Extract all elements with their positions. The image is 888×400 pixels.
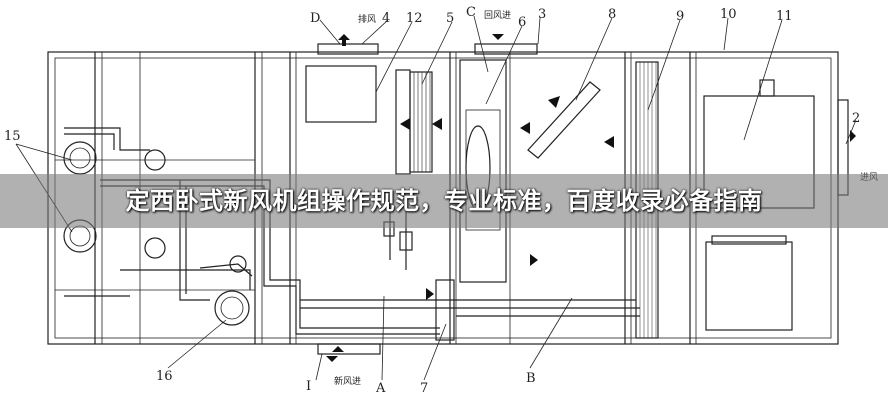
label-10: 10 — [720, 7, 737, 22]
exhaust-arrow — [338, 34, 350, 40]
label-7: 7 — [420, 381, 428, 396]
electrical-box-12 — [305, 65, 377, 123]
flow-arrow — [400, 118, 410, 130]
label-9: 9 — [676, 9, 684, 24]
label-B: B — [526, 371, 536, 386]
label-C: C — [466, 5, 476, 20]
receiver-16 — [214, 290, 250, 326]
fresh-air-opening — [317, 343, 381, 355]
label-return-air: 回风进 — [484, 10, 511, 21]
label-6: 6 — [518, 15, 526, 30]
label-12: 12 — [406, 11, 423, 26]
label-15: 15 — [4, 129, 21, 144]
filter-8 — [527, 81, 601, 159]
title-banner — [0, 174, 888, 228]
box-7 — [435, 279, 455, 341]
label-11: 11 — [776, 9, 793, 24]
fan-section-6 — [459, 59, 507, 283]
label-2: 2 — [852, 111, 860, 126]
label-3: 3 — [538, 7, 546, 22]
banner-title: 定西卧式新风机组操作规范，专业标准，百度收录必备指南 — [125, 187, 763, 215]
label-D: D — [310, 11, 320, 26]
label-fresh-air-in: 新风进 — [334, 375, 361, 387]
box-lower — [705, 241, 793, 331]
label-8: 8 — [608, 7, 616, 22]
return-air-opening — [474, 43, 538, 55]
label-5: 5 — [446, 11, 454, 26]
exhaust-opening — [317, 43, 379, 55]
compressor-top — [63, 141, 97, 175]
label-exhaust: 排风 — [358, 13, 376, 25]
label-16: 16 — [156, 369, 173, 384]
label-4: 4 — [382, 11, 390, 26]
label-I: I — [306, 379, 311, 394]
label-A: A — [375, 381, 386, 396]
coil-5 — [409, 71, 433, 173]
